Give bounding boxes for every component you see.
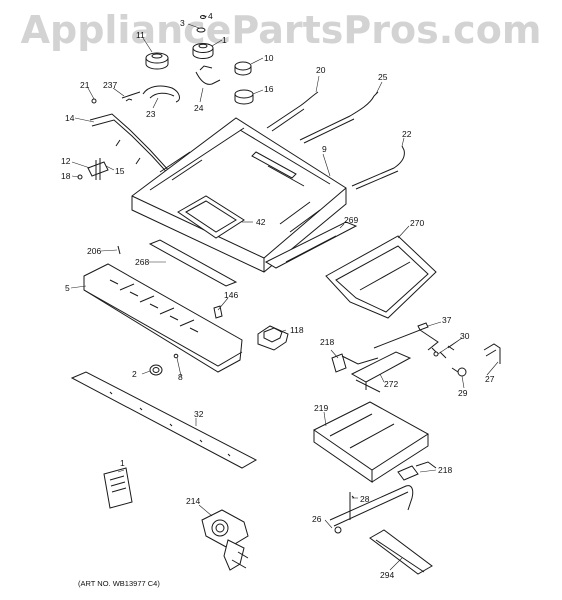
label-14: 14 — [65, 113, 75, 123]
label-218-bottom: 218 — [438, 465, 452, 475]
label-12: 12 — [61, 156, 71, 166]
tube-22 — [351, 145, 405, 190]
shield-270 — [325, 235, 437, 319]
label-30: 30 — [460, 331, 470, 341]
label-4: 4 — [208, 11, 213, 21]
electrodes-30 — [431, 345, 455, 359]
fitting-29 — [451, 367, 467, 377]
wire-27 — [483, 343, 501, 364]
grommet-37 — [417, 322, 429, 331]
label-272: 272 — [384, 379, 398, 389]
label-25: 25 — [378, 72, 388, 82]
knob-2 — [149, 364, 163, 376]
label-1: 1 — [120, 458, 125, 468]
burner-insert-42 — [177, 195, 245, 239]
burner-box — [131, 117, 347, 273]
label-42: 42 — [256, 217, 266, 227]
label-270: 270 — [410, 218, 424, 228]
tube-25 — [299, 91, 379, 144]
label-8: 8 — [178, 372, 183, 382]
shield-294 — [369, 529, 433, 575]
label-268: 268 — [135, 257, 149, 267]
label-294: 294 — [380, 570, 394, 580]
label-15: 15 — [115, 166, 125, 176]
valve-clip-12-15 — [87, 158, 109, 180]
part-labels: 11 3 4 1 10 16 21 237 24 23 14 12 18 15 … — [61, 11, 495, 580]
label-118: 118 — [290, 325, 304, 335]
burner-head-top-center — [192, 43, 214, 59]
front-manifold-rail — [83, 263, 243, 373]
burner-tube-23 — [142, 85, 180, 103]
label-237: 237 — [103, 80, 117, 90]
label-9: 9 — [322, 144, 327, 154]
tube-26 — [329, 485, 414, 534]
art-number: (ART NO. WB13977 C4) — [78, 579, 160, 588]
leader-lines — [70, 15, 499, 571]
screw-8 — [173, 353, 179, 359]
burner-head-front-right — [234, 89, 254, 105]
label-24: 24 — [194, 103, 204, 113]
label-22: 22 — [402, 129, 412, 139]
spark-module-218-top — [331, 353, 379, 373]
burner-cap-small — [196, 15, 206, 33]
spark-module-218-bottom — [397, 461, 437, 481]
label-3: 3 — [180, 18, 185, 28]
literature-1 — [103, 467, 133, 509]
burner-head-top-left — [145, 52, 169, 70]
label-28: 28 — [360, 494, 370, 504]
label-10: 10 — [264, 53, 274, 63]
label-29: 29 — [458, 388, 468, 398]
label-11: 11 — [136, 30, 145, 40]
label-18: 18 — [61, 171, 71, 181]
label-27: 27 — [485, 374, 495, 384]
label-20: 20 — [316, 65, 326, 75]
watermark: AppliancePartsPros.com — [20, 8, 542, 52]
label-219: 219 — [314, 403, 328, 413]
label-1-top: 1 — [222, 35, 227, 45]
tube-20 — [266, 91, 319, 132]
burner-tube-24 — [195, 65, 221, 85]
bracket-219 — [313, 401, 429, 483]
regulator-214 — [201, 509, 249, 571]
label-214: 214 — [186, 496, 200, 506]
trim-32 — [70, 371, 258, 469]
tube-assembly-272 — [350, 329, 439, 393]
shield-269 — [264, 221, 358, 269]
label-146: 146 — [224, 290, 238, 300]
label-21: 21 — [80, 80, 90, 90]
label-32: 32 — [194, 409, 204, 419]
label-2: 2 — [132, 369, 137, 379]
label-23: 23 — [146, 109, 156, 119]
label-269: 269 — [344, 215, 358, 225]
igniter-module-118 — [257, 325, 289, 351]
label-37: 37 — [442, 315, 452, 325]
label-5: 5 — [65, 283, 70, 293]
label-16: 16 — [264, 84, 274, 94]
label-26: 26 — [312, 514, 322, 524]
strip-206 — [117, 245, 121, 255]
rail-268 — [148, 239, 238, 287]
label-218-top: 218 — [320, 337, 334, 347]
orifice-tube-237 — [121, 91, 141, 102]
burner-head-right — [234, 61, 252, 76]
clip-146 — [213, 305, 223, 319]
screw-21 — [91, 98, 97, 104]
wire-28 — [349, 492, 355, 520]
label-206: 206 — [87, 246, 101, 256]
